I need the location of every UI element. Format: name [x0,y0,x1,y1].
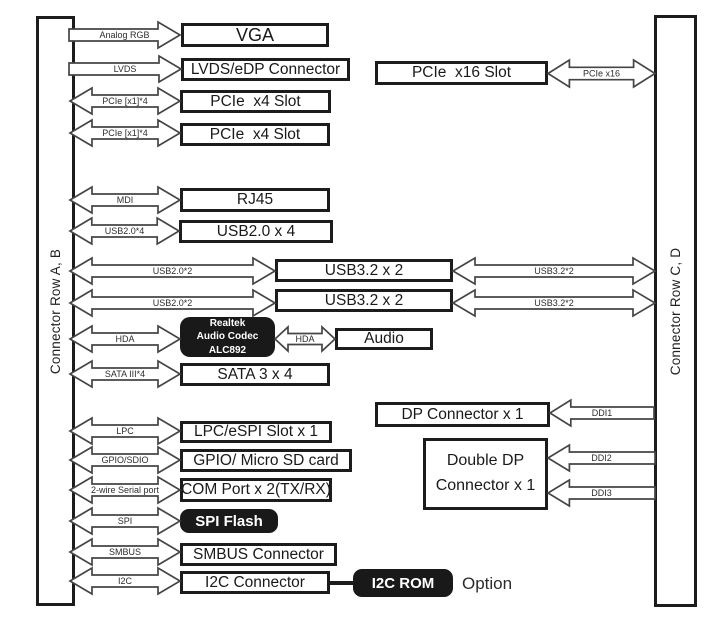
box-dp-connector: DP Connector x 1 [375,402,550,427]
box-i2c-rom: I2C ROM [353,569,453,597]
codec-line1: Realtek [209,318,246,330]
arrow-pcie-x1-2: PCIe [x1]*4 [68,118,182,148]
arrow-usb32-1: USB3.2*2 [451,256,657,286]
svg-text:DDI1: DDI1 [592,408,613,418]
box-double-dp-connector: Double DP Connector x 1 [423,438,548,510]
arrow-pcie-x1-1: PCIe [x1]*4 [68,86,182,116]
arrow-gpio-sdio: GPIO/SDIO [68,445,182,475]
svg-text:PCIe x16: PCIe x16 [583,69,620,79]
arrow-usb2-x2-1: USB2.0*2 [68,256,277,286]
svg-text:SPI: SPI [118,516,133,526]
svg-text:Analog RGB: Analog RGB [99,30,149,40]
box-com-port: COM Port x 2(TX/RX) [180,478,332,502]
connector-row-ab-label: Connector Row A, B [48,248,64,374]
svg-text:USB2.0*4: USB2.0*4 [105,226,145,236]
box-lvds-edp-connector: LVDS/eDP Connector [181,58,350,81]
arrow-lvds: LVDS [68,54,183,84]
arrow-mdi: MDI [68,185,182,215]
svg-text:SATA III*4: SATA III*4 [105,369,145,379]
box-usb2-x4: USB2.0 x 4 [179,220,333,243]
box-gpio-micro-sd: GPIO/ Micro SD card [180,449,352,472]
box-lpc-espi-slot: LPC/eSPI Slot x 1 [180,421,332,443]
connector-row-cd-label: Connector Row C, D [668,247,683,375]
svg-text:HDA: HDA [295,334,314,344]
box-sata-3x4: SATA 3 x 4 [180,363,330,386]
arrow-2wire-serial: 2-wire Serial port [68,475,182,505]
connector-row-cd-bar: Connector Row C, D [654,15,697,607]
svg-text:PCIe [x1]*4: PCIe [x1]*4 [102,96,148,106]
svg-text:DDI3: DDI3 [591,488,612,498]
arrow-ddi2: DDI2 [546,443,656,473]
svg-text:HDA: HDA [115,334,134,344]
arrow-hda-right: HDA [273,325,337,353]
codec-line2: Audio Codec [196,331,259,343]
svg-text:I2C: I2C [118,576,133,586]
double-dp-line2: Connector x 1 [435,477,536,494]
svg-text:USB3.2*2: USB3.2*2 [534,266,574,276]
svg-text:USB3.2*2: USB3.2*2 [534,298,574,308]
arrow-spi: SPI [68,506,182,536]
arrow-analog-rgb: Analog RGB [68,20,182,50]
box-usb32-x2-1: USB3.2 x 2 [275,259,453,282]
codec-line3: ALC892 [208,344,247,356]
box-realtek-audio-codec: Realtek Audio Codec ALC892 [180,317,275,357]
box-audio: Audio [335,328,433,350]
box-pcie-x4-slot-2: PCIe x4 Slot [180,123,330,146]
box-smbus-connector: SMBUS Connector [180,543,337,566]
box-pcie-x16-slot: PCIe x16 Slot [375,61,548,85]
arrow-ddi3: DDI3 [546,478,656,508]
option-label: Option [462,574,513,593]
arrow-sata-iii: SATA III*4 [68,359,182,389]
box-spi-flash: SPI Flash [180,509,278,533]
svg-text:USB2.0*2: USB2.0*2 [153,298,193,308]
svg-text:GPIO/SDIO: GPIO/SDIO [101,455,148,465]
arrow-hda-left: HDA [68,324,182,354]
arrow-lpc: LPC [68,416,182,446]
arrow-usb2-x4: USB2.0*4 [68,216,181,246]
arrow-smbus: SMBUS [68,537,182,567]
box-rj45: RJ45 [180,188,330,212]
arrow-usb32-2: USB3.2*2 [451,288,657,318]
arrow-i2c: I2C [68,566,182,596]
arrow-usb2-x2-2: USB2.0*2 [68,288,277,318]
svg-text:LPC: LPC [116,426,134,436]
svg-text:2-wire Serial port: 2-wire Serial port [91,485,160,495]
box-pcie-x4-slot-1: PCIe x4 Slot [180,90,331,113]
i2c-rom-link-line [330,581,353,585]
svg-text:PCIe [x1]*4: PCIe [x1]*4 [102,128,148,138]
box-usb32-x2-2: USB3.2 x 2 [275,289,453,312]
arrow-ddi1: DDI1 [548,398,655,428]
arrow-pcie-x16: PCIe x16 [546,58,657,89]
box-i2c-connector: I2C Connector [180,571,330,594]
connector-row-ab-bar: Connector Row A, B [36,16,75,606]
svg-text:SMBUS: SMBUS [109,547,141,557]
svg-text:USB2.0*2: USB2.0*2 [153,266,193,276]
double-dp-line1: Double DP [446,452,525,470]
box-vga: VGA [181,23,329,47]
svg-text:LVDS: LVDS [114,64,137,74]
svg-text:DDI2: DDI2 [591,453,612,463]
svg-text:MDI: MDI [117,195,134,205]
